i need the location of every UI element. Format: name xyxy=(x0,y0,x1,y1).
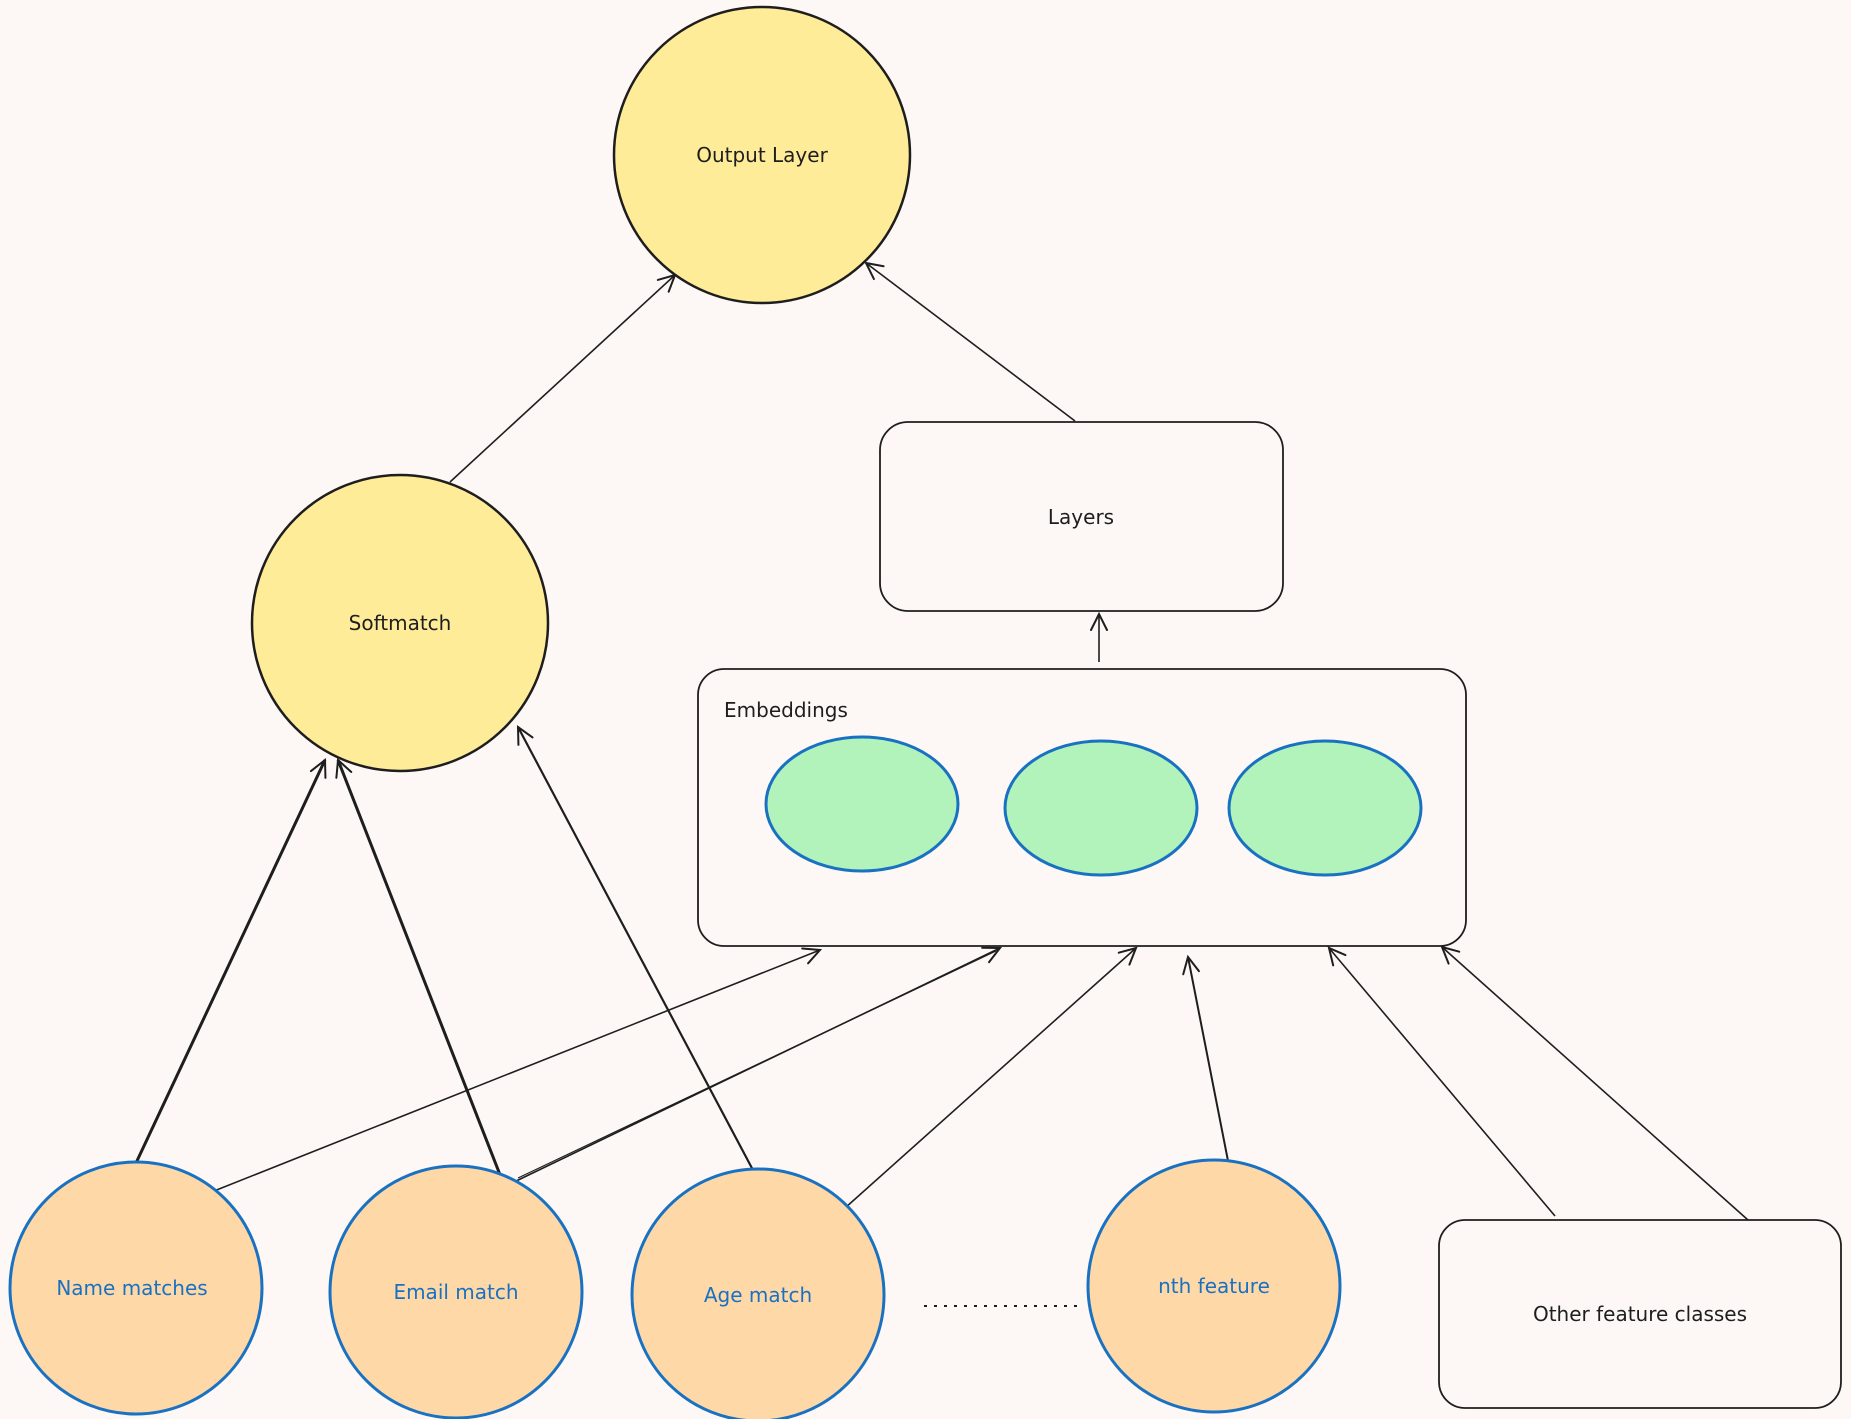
arrow-layers-to-output xyxy=(866,263,1076,422)
other-feature-classes-label: Other feature classes xyxy=(1533,1302,1747,1326)
name-matches-node: Name matches xyxy=(8,1160,264,1416)
embeddings-box: Embeddings xyxy=(697,668,1467,947)
other-feature-classes-box: Other feature classes xyxy=(1438,1219,1842,1409)
arrow-name-to-softmatch xyxy=(134,760,325,1164)
softmatch-label: Softmatch xyxy=(349,611,452,635)
embeddings-label: Embeddings xyxy=(724,698,848,722)
age-match-node: Age match xyxy=(630,1167,886,1419)
output-layer-node: Output Layer xyxy=(612,5,912,305)
layers-box: Layers xyxy=(879,421,1284,612)
arrow-other-to-embeddings-1 xyxy=(1329,948,1556,1217)
arrow-softmatch-to-output xyxy=(449,275,675,483)
arrow-age-to-softmatch xyxy=(518,727,755,1173)
softmatch-node: Softmatch xyxy=(250,473,550,773)
arrow-email-to-softmatch xyxy=(338,760,506,1186)
arrow-other-to-embeddings-2 xyxy=(1442,947,1749,1221)
embedding-ellipse-1 xyxy=(764,735,960,873)
output-layer-label: Output Layer xyxy=(696,143,828,167)
embedding-ellipse-2 xyxy=(1003,739,1199,877)
arrow-name-to-embeddings xyxy=(213,950,820,1192)
layers-label: Layers xyxy=(1048,505,1114,529)
arrow-nth-to-embeddings xyxy=(1188,957,1231,1172)
connectors xyxy=(134,263,1749,1307)
name-matches-label: Name matches xyxy=(56,1276,207,1300)
email-match-label: Email match xyxy=(393,1280,518,1304)
nth-feature-label: nth feature xyxy=(1158,1274,1270,1298)
age-match-label: Age match xyxy=(704,1283,812,1307)
arrow-age-to-embeddings xyxy=(844,948,1136,1209)
arrow-email-to-embeddings-double xyxy=(517,950,997,1179)
nth-feature-node: nth feature xyxy=(1086,1158,1342,1414)
email-match-node: Email match xyxy=(328,1164,584,1419)
embedding-ellipse-3 xyxy=(1227,739,1423,877)
